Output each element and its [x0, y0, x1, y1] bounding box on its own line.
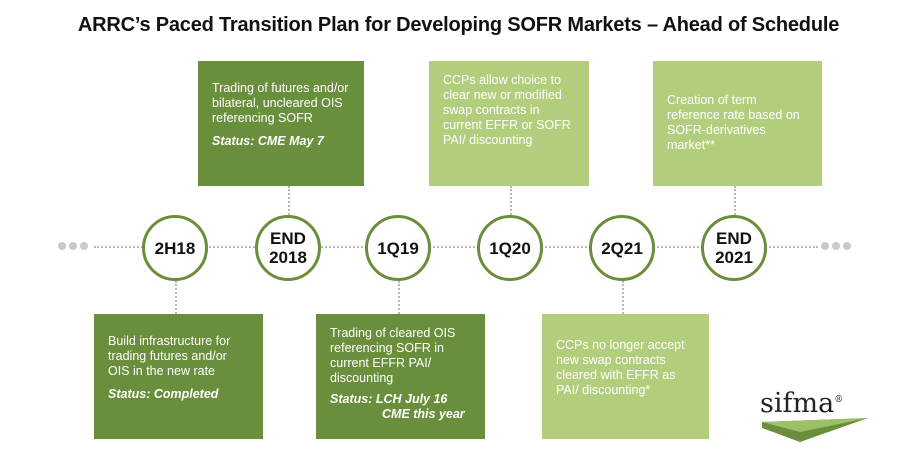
milestone-label: 2H18 — [154, 238, 196, 258]
milestone-label: END — [716, 229, 752, 248]
box-text: Creation of term reference rate based on… — [667, 93, 800, 152]
milestone-1q19: 1Q19 — [365, 215, 431, 281]
box-status-line: CME this year — [382, 407, 465, 421]
connector-end2021 — [734, 186, 736, 215]
logo-registered-mark: ® — [834, 395, 844, 405]
box-text: CCPs allow choice to clear new or modifi… — [443, 73, 571, 147]
box-1q19: Trading of cleared OIS referencing SOFR … — [316, 314, 485, 439]
timeline-line — [94, 246, 818, 248]
box-2h18: Build infrastructure for trading futures… — [94, 314, 263, 439]
connector-1q20 — [510, 186, 512, 215]
logo-swoosh-icon — [762, 418, 868, 442]
timeline-start-dots — [58, 242, 88, 250]
milestone-label: 2Q21 — [601, 238, 643, 258]
box-end2021: Creation of term reference rate based on… — [653, 61, 822, 186]
milestone-label: END — [270, 229, 306, 248]
box-1q20: CCPs allow choice to clear new or modifi… — [429, 61, 589, 186]
timeline-end-dots — [821, 242, 851, 250]
connector-1q19 — [398, 281, 400, 314]
box-status: Status: LCH July 16 CME this year — [330, 392, 471, 422]
sifma-logo: sifma® — [760, 388, 870, 444]
milestone-label: 1Q20 — [489, 238, 531, 258]
box-text: Build infrastructure for trading futures… — [108, 334, 231, 378]
box-status-line: Status: LCH July 16 — [330, 392, 448, 406]
box-2q21: CCPs no longer accept new swap contracts… — [542, 314, 709, 439]
milestone-label: 1Q19 — [377, 238, 419, 258]
milestone-label-year: 2021 — [715, 248, 753, 267]
logo-text: sifma® — [760, 388, 843, 419]
box-status: Status: Completed — [108, 387, 219, 401]
connector-2q21 — [622, 281, 624, 314]
box-text: Trading of futures and/or bilateral, unc… — [212, 81, 349, 125]
logo-wordmark: sifma — [760, 388, 835, 419]
milestone-1q20: 1Q20 — [477, 215, 543, 281]
box-end2018: Trading of futures and/or bilateral, unc… — [198, 61, 364, 186]
connector-2h18 — [175, 281, 177, 314]
milestone-label-year: 2018 — [269, 248, 307, 267]
box-text: Trading of cleared OIS referencing SOFR … — [330, 326, 456, 385]
milestone-2q21: 2Q21 — [589, 215, 655, 281]
page-title: ARRC’s Paced Transition Plan for Develop… — [77, 14, 840, 36]
box-status: Status: CME May 7 — [212, 134, 324, 148]
milestone-2h18: 2H18 — [142, 215, 208, 281]
box-text: CCPs no longer accept new swap contracts… — [556, 338, 685, 397]
connector-end2018 — [288, 186, 290, 215]
